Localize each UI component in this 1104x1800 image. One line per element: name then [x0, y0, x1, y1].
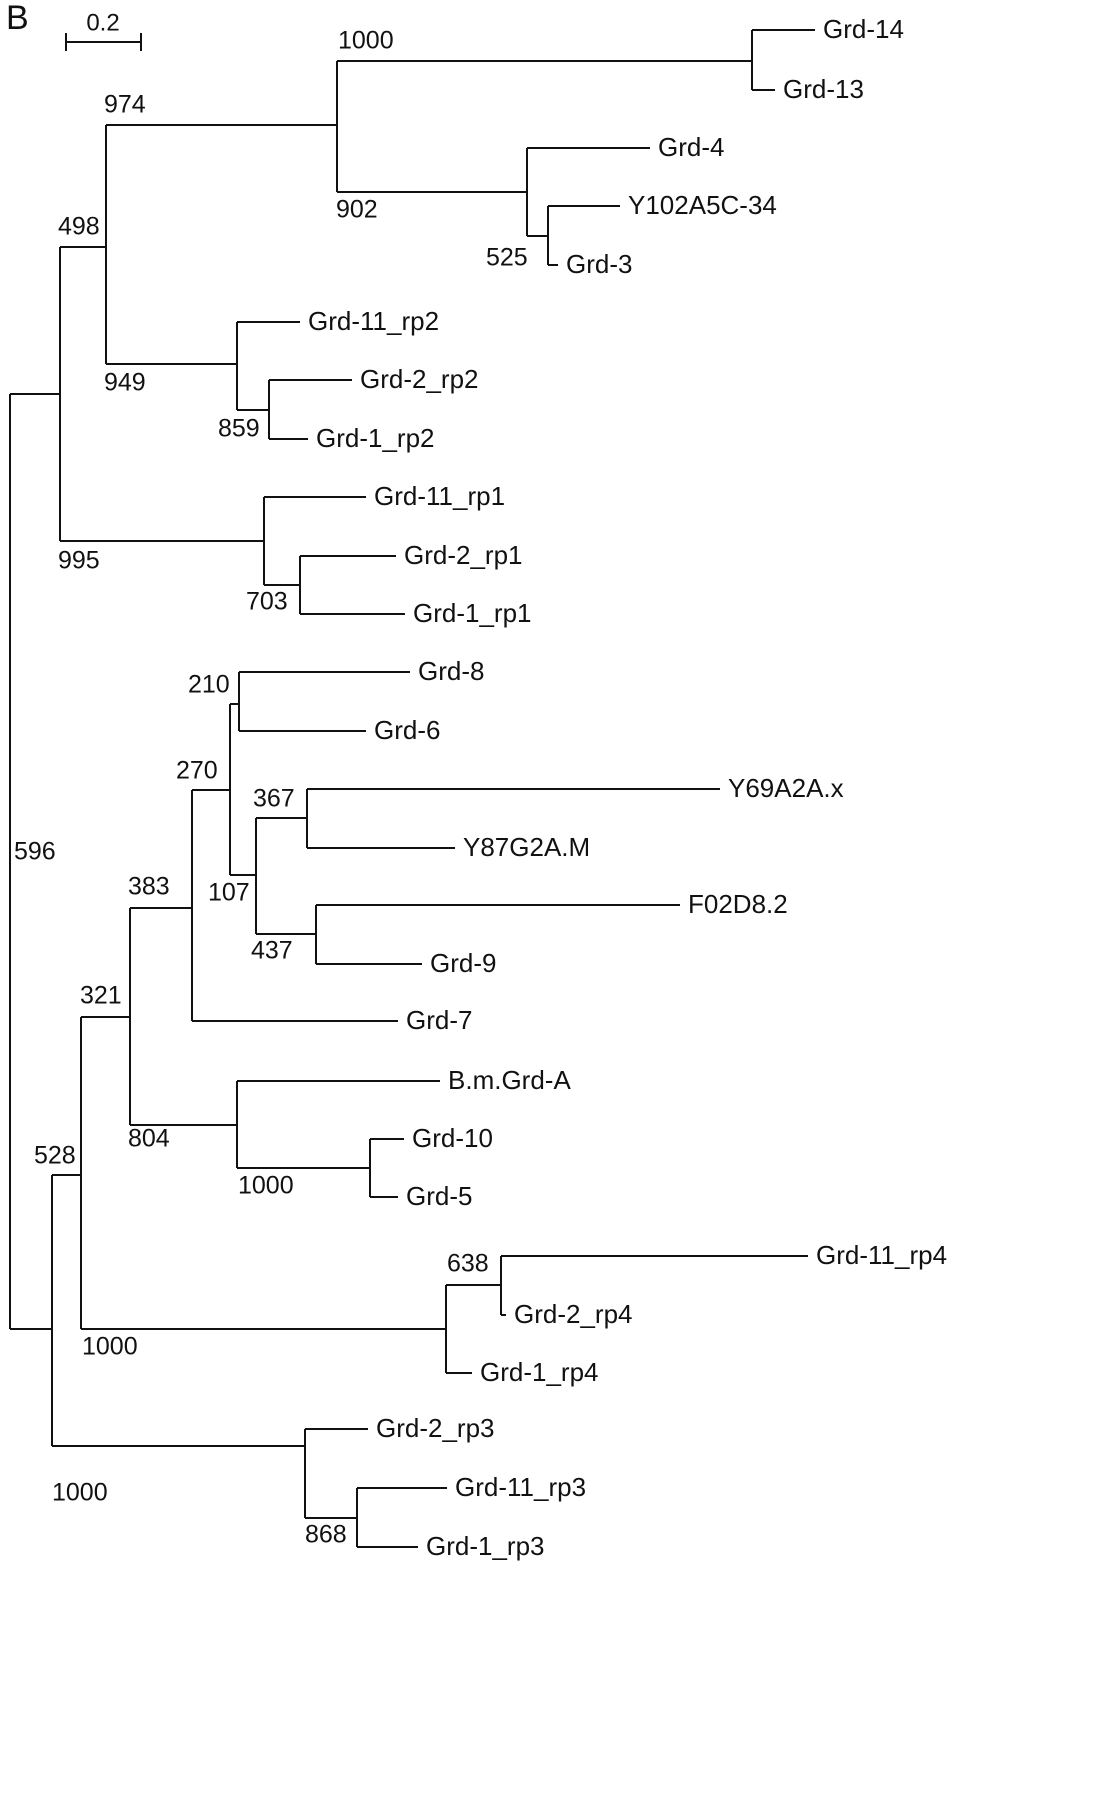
leaf-label: Grd-1_rp1: [413, 598, 532, 628]
bootstrap-value: 974: [104, 91, 146, 119]
panel-label: B: [6, 0, 29, 37]
bootstrap-value: 383: [128, 873, 170, 901]
bootstrap-value: 1000: [238, 1172, 294, 1200]
tree-labels: Grd-14Grd-13Grd-4Y102A5C-34Grd-3Grd-11_r…: [6, 0, 947, 1561]
bootstrap-value: 1000: [338, 27, 394, 55]
bootstrap-value: 498: [58, 213, 100, 241]
leaf-label: Grd-1_rp4: [480, 1357, 599, 1387]
leaf-label: Grd-7: [406, 1005, 472, 1035]
bootstrap-value: 528: [34, 1142, 76, 1170]
bootstrap-value: 804: [128, 1125, 170, 1153]
leaf-label: Grd-5: [406, 1181, 472, 1211]
bootstrap-value: 859: [218, 415, 260, 443]
leaf-label: Grd-11_rp3: [455, 1472, 586, 1502]
tree-branches: [9, 29, 815, 1548]
leaf-label: Grd-2_rp1: [404, 540, 523, 570]
scale-bar-label: 0.2: [86, 9, 119, 36]
bootstrap-value: 1000: [52, 1479, 108, 1507]
bootstrap-value: 1000: [82, 1333, 138, 1361]
leaf-label: Grd-14: [823, 14, 904, 44]
bootstrap-value: 321: [80, 982, 122, 1010]
bootstrap-value: 210: [188, 671, 230, 699]
leaf-label: Y87G2A.M: [463, 832, 590, 862]
leaf-label: Y69A2A.x: [728, 773, 844, 803]
bootstrap-value: 638: [447, 1250, 489, 1278]
leaf-label: B.m.Grd-A: [448, 1065, 571, 1095]
leaf-label: Grd-4: [658, 132, 724, 162]
bootstrap-value: 525: [486, 244, 528, 272]
leaf-label: Grd-11_rp4: [816, 1240, 947, 1270]
bootstrap-value: 703: [246, 588, 288, 616]
leaf-label: Grd-2_rp2: [360, 364, 479, 394]
bootstrap-value: 596: [14, 838, 56, 866]
leaf-label: Y102A5C-34: [628, 190, 777, 220]
bootstrap-value: 107: [208, 879, 250, 907]
bootstrap-value: 270: [176, 757, 218, 785]
bootstrap-value: 995: [58, 547, 100, 575]
leaf-label: Grd-11_rp1: [374, 481, 505, 511]
leaf-label: Grd-13: [783, 74, 864, 104]
leaf-label: Grd-2_rp4: [514, 1299, 633, 1329]
bootstrap-value: 437: [251, 937, 293, 965]
bootstrap-value: 367: [253, 785, 295, 813]
leaf-label: Grd-2_rp3: [376, 1413, 495, 1443]
leaf-label: Grd-1_rp3: [426, 1531, 545, 1561]
leaf-label: Grd-9: [430, 948, 496, 978]
leaf-label: Grd-10: [412, 1123, 493, 1153]
bootstrap-value: 902: [336, 196, 378, 224]
bootstrap-value: 868: [305, 1521, 347, 1549]
leaf-label: Grd-3: [566, 249, 632, 279]
leaf-label: Grd-1_rp2: [316, 423, 435, 453]
leaf-label: Grd-8: [418, 656, 484, 686]
leaf-label: F02D8.2: [688, 889, 788, 919]
leaf-label: Grd-11_rp2: [308, 306, 439, 336]
bootstrap-value: 949: [104, 369, 146, 397]
leaf-label: Grd-6: [374, 715, 440, 745]
